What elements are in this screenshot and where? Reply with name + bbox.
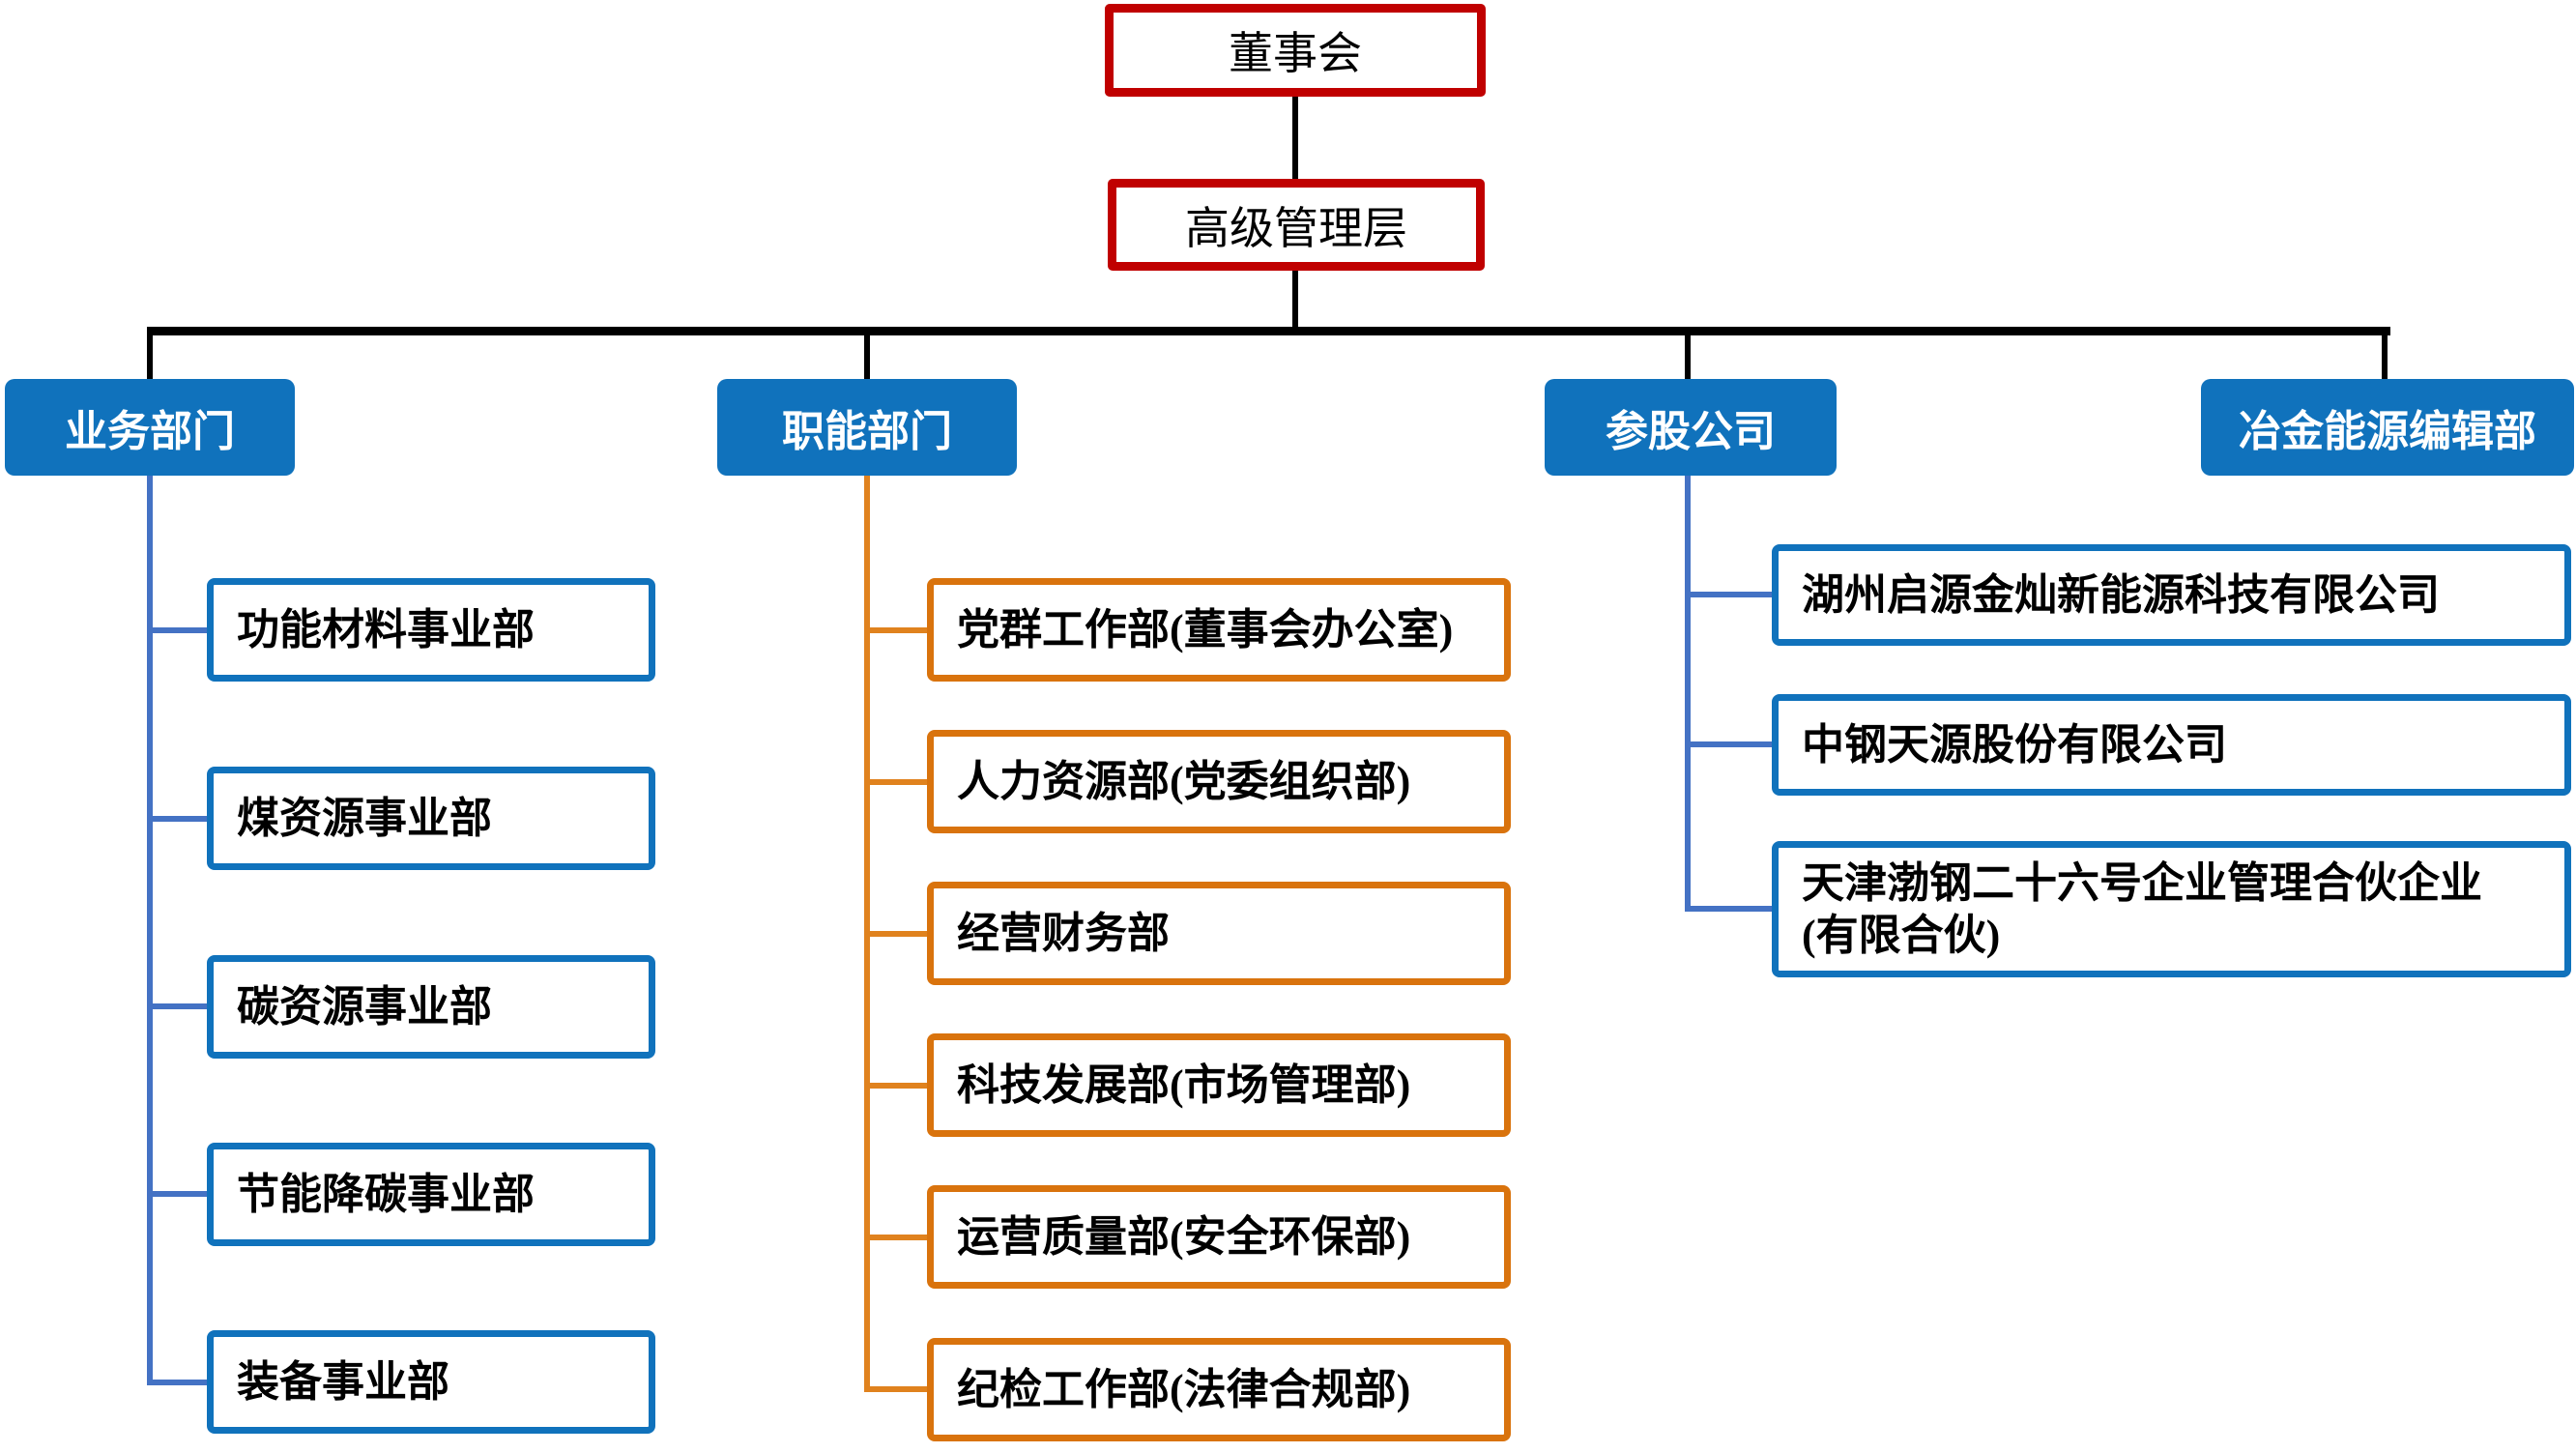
connector-business-stub [147, 1003, 210, 1009]
node-group-functional: 职能部门 [717, 379, 1017, 476]
business-child-label: 节能降碳事业部 [237, 1170, 535, 1218]
connector-business-stub [147, 1380, 210, 1385]
business-child-label: 装备事业部 [237, 1357, 449, 1406]
functional-child-label: 科技发展部(市场管理部) [957, 1061, 1411, 1109]
functional-child-label: 人力资源部(党委组织部) [957, 757, 1411, 805]
equity-child-box: 湖州启源金灿新能源科技有限公司 [1772, 544, 2571, 646]
connector-board-to-senior [1292, 91, 1298, 182]
business-child-label: 功能材料事业部 [237, 605, 535, 654]
connector-business-stub [147, 816, 210, 822]
node-group-editorial: 冶金能源编辑部 [2201, 379, 2574, 476]
connector-business-stub [147, 627, 210, 633]
connector-business-spine [147, 476, 153, 1385]
functional-child-label: 纪检工作部(法律合规部) [957, 1365, 1411, 1413]
functional-child-box: 纪检工作部(法律合规部) [927, 1338, 1511, 1441]
node-board-label: 董事会 [1229, 29, 1362, 78]
node-board: 董事会 [1105, 4, 1486, 97]
group-equity-label: 参股公司 [1606, 408, 1776, 455]
business-child-box: 煤资源事业部 [207, 767, 655, 870]
equity-child-box: 天津渤钢二十六号企业管理合伙企业 (有限合伙) [1772, 841, 2571, 977]
functional-child-box: 科技发展部(市场管理部) [927, 1033, 1511, 1137]
connector-equity-spine [1685, 476, 1691, 912]
group-business-label: 业务部门 [65, 408, 235, 455]
connector-functional-stub [864, 1083, 930, 1089]
connector-functional-stub [864, 931, 930, 937]
equity-child-label: 湖州启源金灿新能源科技有限公司 [1802, 570, 2440, 619]
equity-child-box: 中钢天源股份有限公司 [1772, 694, 2571, 796]
business-child-label: 碳资源事业部 [237, 982, 492, 1031]
connector-rail-drop-functional [864, 333, 870, 379]
functional-child-box: 人力资源部(党委组织部) [927, 730, 1511, 833]
connector-equity-stub [1685, 906, 1775, 912]
business-child-box: 碳资源事业部 [207, 955, 655, 1059]
equity-child-label: 中钢天源股份有限公司 [1802, 720, 2227, 769]
node-group-business: 业务部门 [5, 379, 295, 476]
equity-child-label: 天津渤钢二十六号企业管理合伙企业 (有限合伙) [1802, 858, 2482, 959]
functional-child-box: 党群工作部(董事会办公室) [927, 578, 1511, 682]
functional-child-box: 经营财务部 [927, 882, 1511, 985]
connector-senior-to-rail [1292, 269, 1298, 333]
node-senior-management-label: 高级管理层 [1185, 203, 1407, 253]
functional-child-box: 运营质量部(安全环保部) [927, 1185, 1511, 1289]
group-editorial-label: 冶金能源编辑部 [2239, 408, 2536, 455]
connector-equity-stub [1685, 592, 1775, 597]
group-functional-label: 职能部门 [782, 408, 952, 455]
connector-rail-drop-editorial [2382, 333, 2388, 379]
connector-rail [147, 327, 2390, 335]
functional-child-label: 运营质量部(安全环保部) [957, 1212, 1411, 1261]
connector-functional-stub [864, 627, 930, 633]
connector-functional-stub [864, 1386, 930, 1392]
business-child-box: 功能材料事业部 [207, 578, 655, 682]
business-child-box: 节能降碳事业部 [207, 1143, 655, 1246]
connector-equity-stub [1685, 741, 1775, 747]
connector-functional-stub [864, 1235, 930, 1240]
connector-business-stub [147, 1191, 210, 1197]
business-child-box: 装备事业部 [207, 1330, 655, 1434]
functional-child-label: 党群工作部(董事会办公室) [957, 605, 1454, 654]
connector-rail-drop-equity [1685, 333, 1691, 379]
node-group-equity: 参股公司 [1545, 379, 1837, 476]
connector-rail-drop-business [147, 333, 153, 379]
connector-functional-stub [864, 779, 930, 785]
node-senior-management: 高级管理层 [1108, 179, 1485, 271]
business-child-label: 煤资源事业部 [237, 794, 492, 842]
functional-child-label: 经营财务部 [957, 909, 1170, 957]
